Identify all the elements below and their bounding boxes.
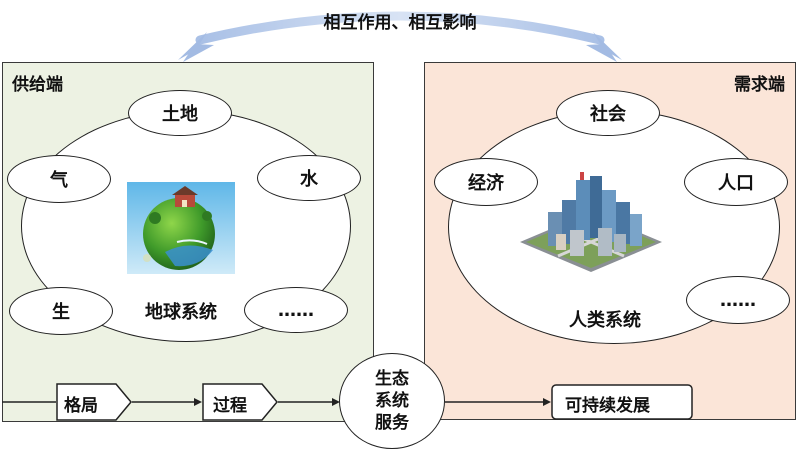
service-line-1: 生态 — [375, 369, 409, 389]
supply-title: 供给端 — [12, 75, 63, 95]
air-node: 气 — [7, 155, 111, 203]
service-line-2: 系统 — [375, 391, 409, 411]
process-box: 过程 — [202, 383, 278, 421]
earth-system-label: 地球系统 — [145, 302, 217, 323]
city-buildings-icon — [520, 172, 662, 272]
ecosystem-service-node: 生态 系统 服务 — [339, 353, 445, 449]
outcome-label: 可持续发展 — [565, 396, 650, 416]
interaction-label: 相互作用、相互影响 — [323, 13, 477, 33]
earth-globe-icon — [127, 182, 235, 274]
process-label: 过程 — [213, 396, 247, 416]
pattern-shape — [56, 383, 132, 421]
human-system-label: 人类系统 — [569, 310, 641, 331]
pattern-label: 格局 — [64, 396, 98, 416]
water-node: 水 — [257, 155, 361, 201]
sustainable-development-box: 可持续发展 — [551, 384, 693, 420]
service-line-3: 服务 — [375, 413, 409, 433]
outcome-shape — [551, 384, 693, 420]
pattern-box: 格局 — [56, 383, 132, 421]
demand-title: 需求端 — [734, 75, 785, 95]
life-node: 生 — [9, 287, 113, 335]
economy-node: 经济 — [434, 158, 538, 206]
interaction-arrow — [178, 11, 622, 62]
process-shape — [202, 383, 278, 421]
demand-more-node: …… — [686, 276, 790, 324]
land-node: 土地 — [128, 90, 232, 136]
society-node: 社会 — [556, 90, 660, 136]
supply-more-node: …… — [244, 287, 348, 333]
population-node: 人口 — [684, 158, 788, 206]
